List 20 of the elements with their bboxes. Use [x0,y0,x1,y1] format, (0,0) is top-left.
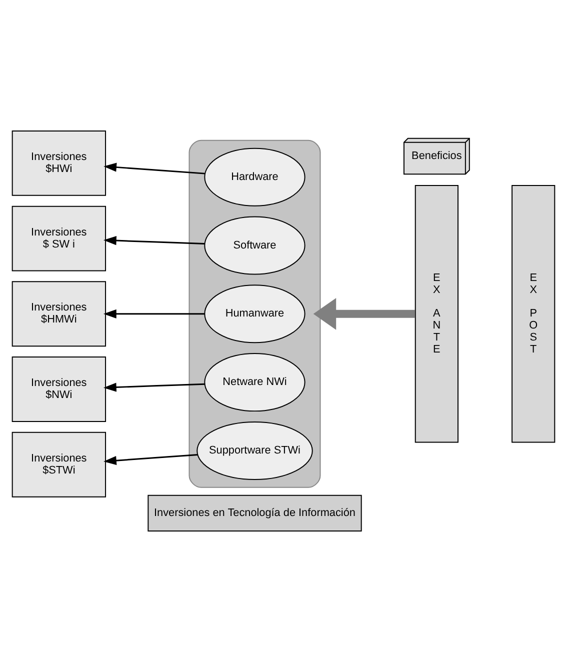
node-box: EX ANTE [414,185,458,443]
arrow [103,382,205,392]
node-box: Inversiones $HWi [12,130,106,196]
arrow [104,162,205,174]
cluster [188,140,321,488]
node-box: Inversiones en Tecnología de Información [148,494,362,532]
node-ellipse: Hardware [204,148,306,206]
node-ellipse: Supportware STWi [196,421,313,480]
node-box: Inversiones $NWi [12,356,106,422]
arrow [104,454,198,466]
arrow [103,236,205,246]
node-ellipse: Humanware [204,284,306,344]
node-box: Inversiones $ SW i [12,206,106,272]
node-box: Inversiones $HMWi [12,281,106,347]
node-box: Inversiones $STWi [12,432,106,498]
node-ellipse: Software [204,216,306,275]
arrow [103,309,205,318]
node-box: EX POST [512,185,556,443]
arrow [313,298,416,330]
node-ellipse: Netware NWi [204,353,306,412]
